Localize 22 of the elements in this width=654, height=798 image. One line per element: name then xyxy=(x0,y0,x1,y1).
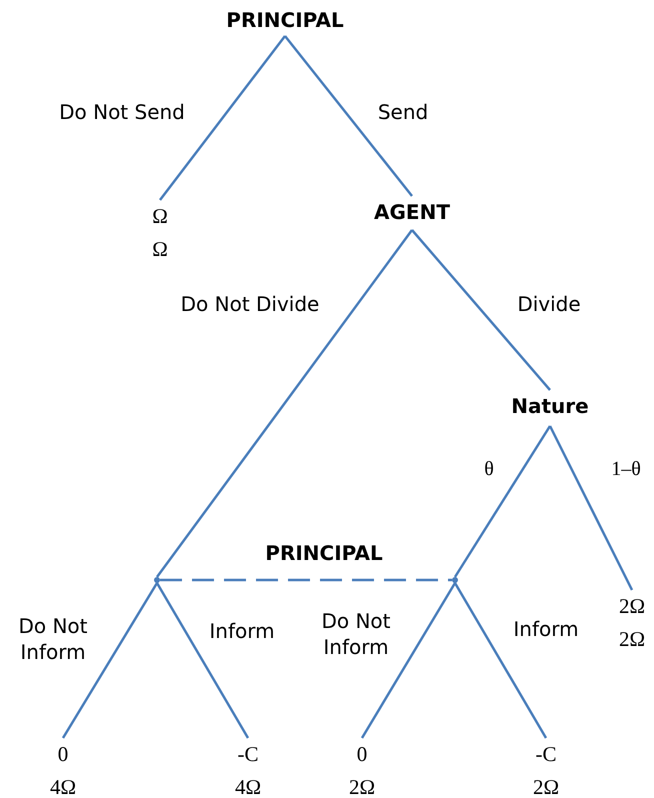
branch-line xyxy=(360,582,456,739)
payoff-label: -C 4Ω xyxy=(228,738,268,798)
payoff-label: -C 2Ω xyxy=(526,738,566,798)
branch-line xyxy=(62,582,158,739)
branch-line xyxy=(548,425,634,591)
payoff-label: 0 4Ω xyxy=(43,738,83,798)
branch-line xyxy=(159,35,286,201)
player-label: Nature xyxy=(500,390,600,426)
decision-node xyxy=(154,577,160,583)
branch-line xyxy=(411,229,551,391)
decision-node xyxy=(452,577,458,583)
payoff-label: 2Ω 2Ω xyxy=(612,590,652,656)
branch-line xyxy=(156,229,413,578)
player-label: AGENT xyxy=(364,196,460,230)
branch-line xyxy=(454,425,552,578)
information-set-line xyxy=(160,578,452,582)
branch-line xyxy=(156,582,250,739)
player-label: PRINCIPAL xyxy=(210,4,360,36)
payoff-label: Ω Ω xyxy=(145,200,175,266)
payoff-label: 0 2Ω xyxy=(342,738,382,798)
branch-line xyxy=(284,35,413,197)
branch-line xyxy=(454,582,548,739)
